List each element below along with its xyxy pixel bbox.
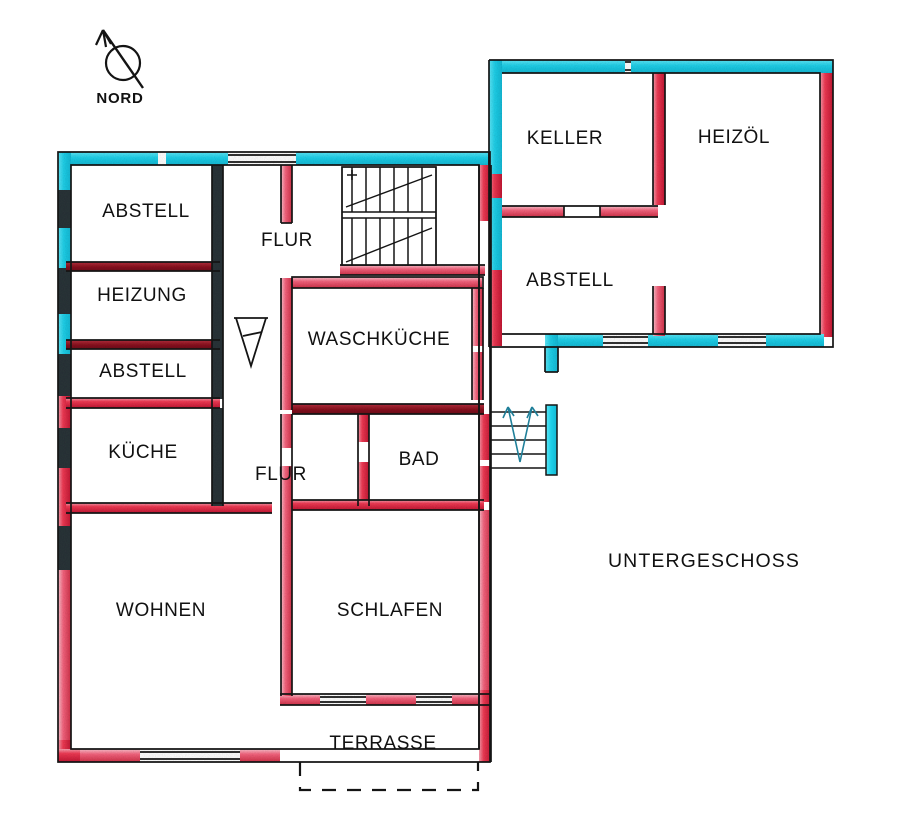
wall-outline-layer bbox=[57, 59, 834, 763]
wall-bad bbox=[292, 414, 484, 510]
terrace-dashed-outline bbox=[298, 762, 480, 792]
room-label-bad: BAD bbox=[399, 449, 440, 470]
floor-title: UNTERGESCHOSS bbox=[608, 550, 800, 572]
level-marker-icon bbox=[234, 317, 268, 370]
wall-flur-lower bbox=[281, 414, 292, 696]
wall-south-schlafen bbox=[280, 694, 490, 705]
wall-flur-upper bbox=[281, 165, 292, 410]
compass-rose: NORD bbox=[95, 29, 144, 107]
room-label-abstell-w: ABSTELL bbox=[99, 361, 187, 382]
room-label-waschkueche: WASCHKÜCHE bbox=[308, 329, 451, 350]
room-label-flur-lower: FLUR bbox=[255, 464, 307, 485]
room-label-keller: KELLER bbox=[527, 128, 603, 149]
room-label-schlafen: SCHLAFEN bbox=[337, 600, 443, 621]
wall-west-corridor bbox=[212, 165, 223, 506]
room-label-flur-upper: FLUR bbox=[261, 230, 313, 251]
wall-south-main bbox=[58, 749, 280, 762]
side-staircase bbox=[491, 404, 558, 476]
room-label-terrasse: TERRASSE bbox=[329, 733, 436, 754]
room-label-heizung: HEIZUNG bbox=[97, 285, 187, 306]
wall-interior-west bbox=[66, 262, 272, 513]
wall-waschkueche bbox=[292, 277, 484, 414]
room-label-abstell-nw: ABSTELL bbox=[102, 201, 190, 222]
room-label-wohnen: WOHNEN bbox=[116, 600, 206, 621]
wall-east-main-block bbox=[479, 165, 491, 762]
wall-east-wing bbox=[489, 60, 833, 372]
wall-north-main bbox=[58, 152, 490, 165]
wall-west-exterior bbox=[58, 152, 71, 762]
room-label-kueche: KÜCHE bbox=[108, 442, 178, 463]
room-label-group: ABSTELL HEIZUNG ABSTELL KÜCHE WOHNEN FLU… bbox=[97, 127, 770, 754]
room-label-abstell-e: ABSTELL bbox=[526, 270, 614, 291]
compass-circle bbox=[104, 44, 142, 82]
compass-arrowhead-icon bbox=[95, 29, 112, 48]
compass-label: NORD bbox=[96, 90, 143, 107]
main-staircase bbox=[341, 166, 437, 266]
room-label-heizoel: HEIZÖL bbox=[698, 127, 770, 148]
wall-stair-shaft bbox=[340, 265, 485, 275]
